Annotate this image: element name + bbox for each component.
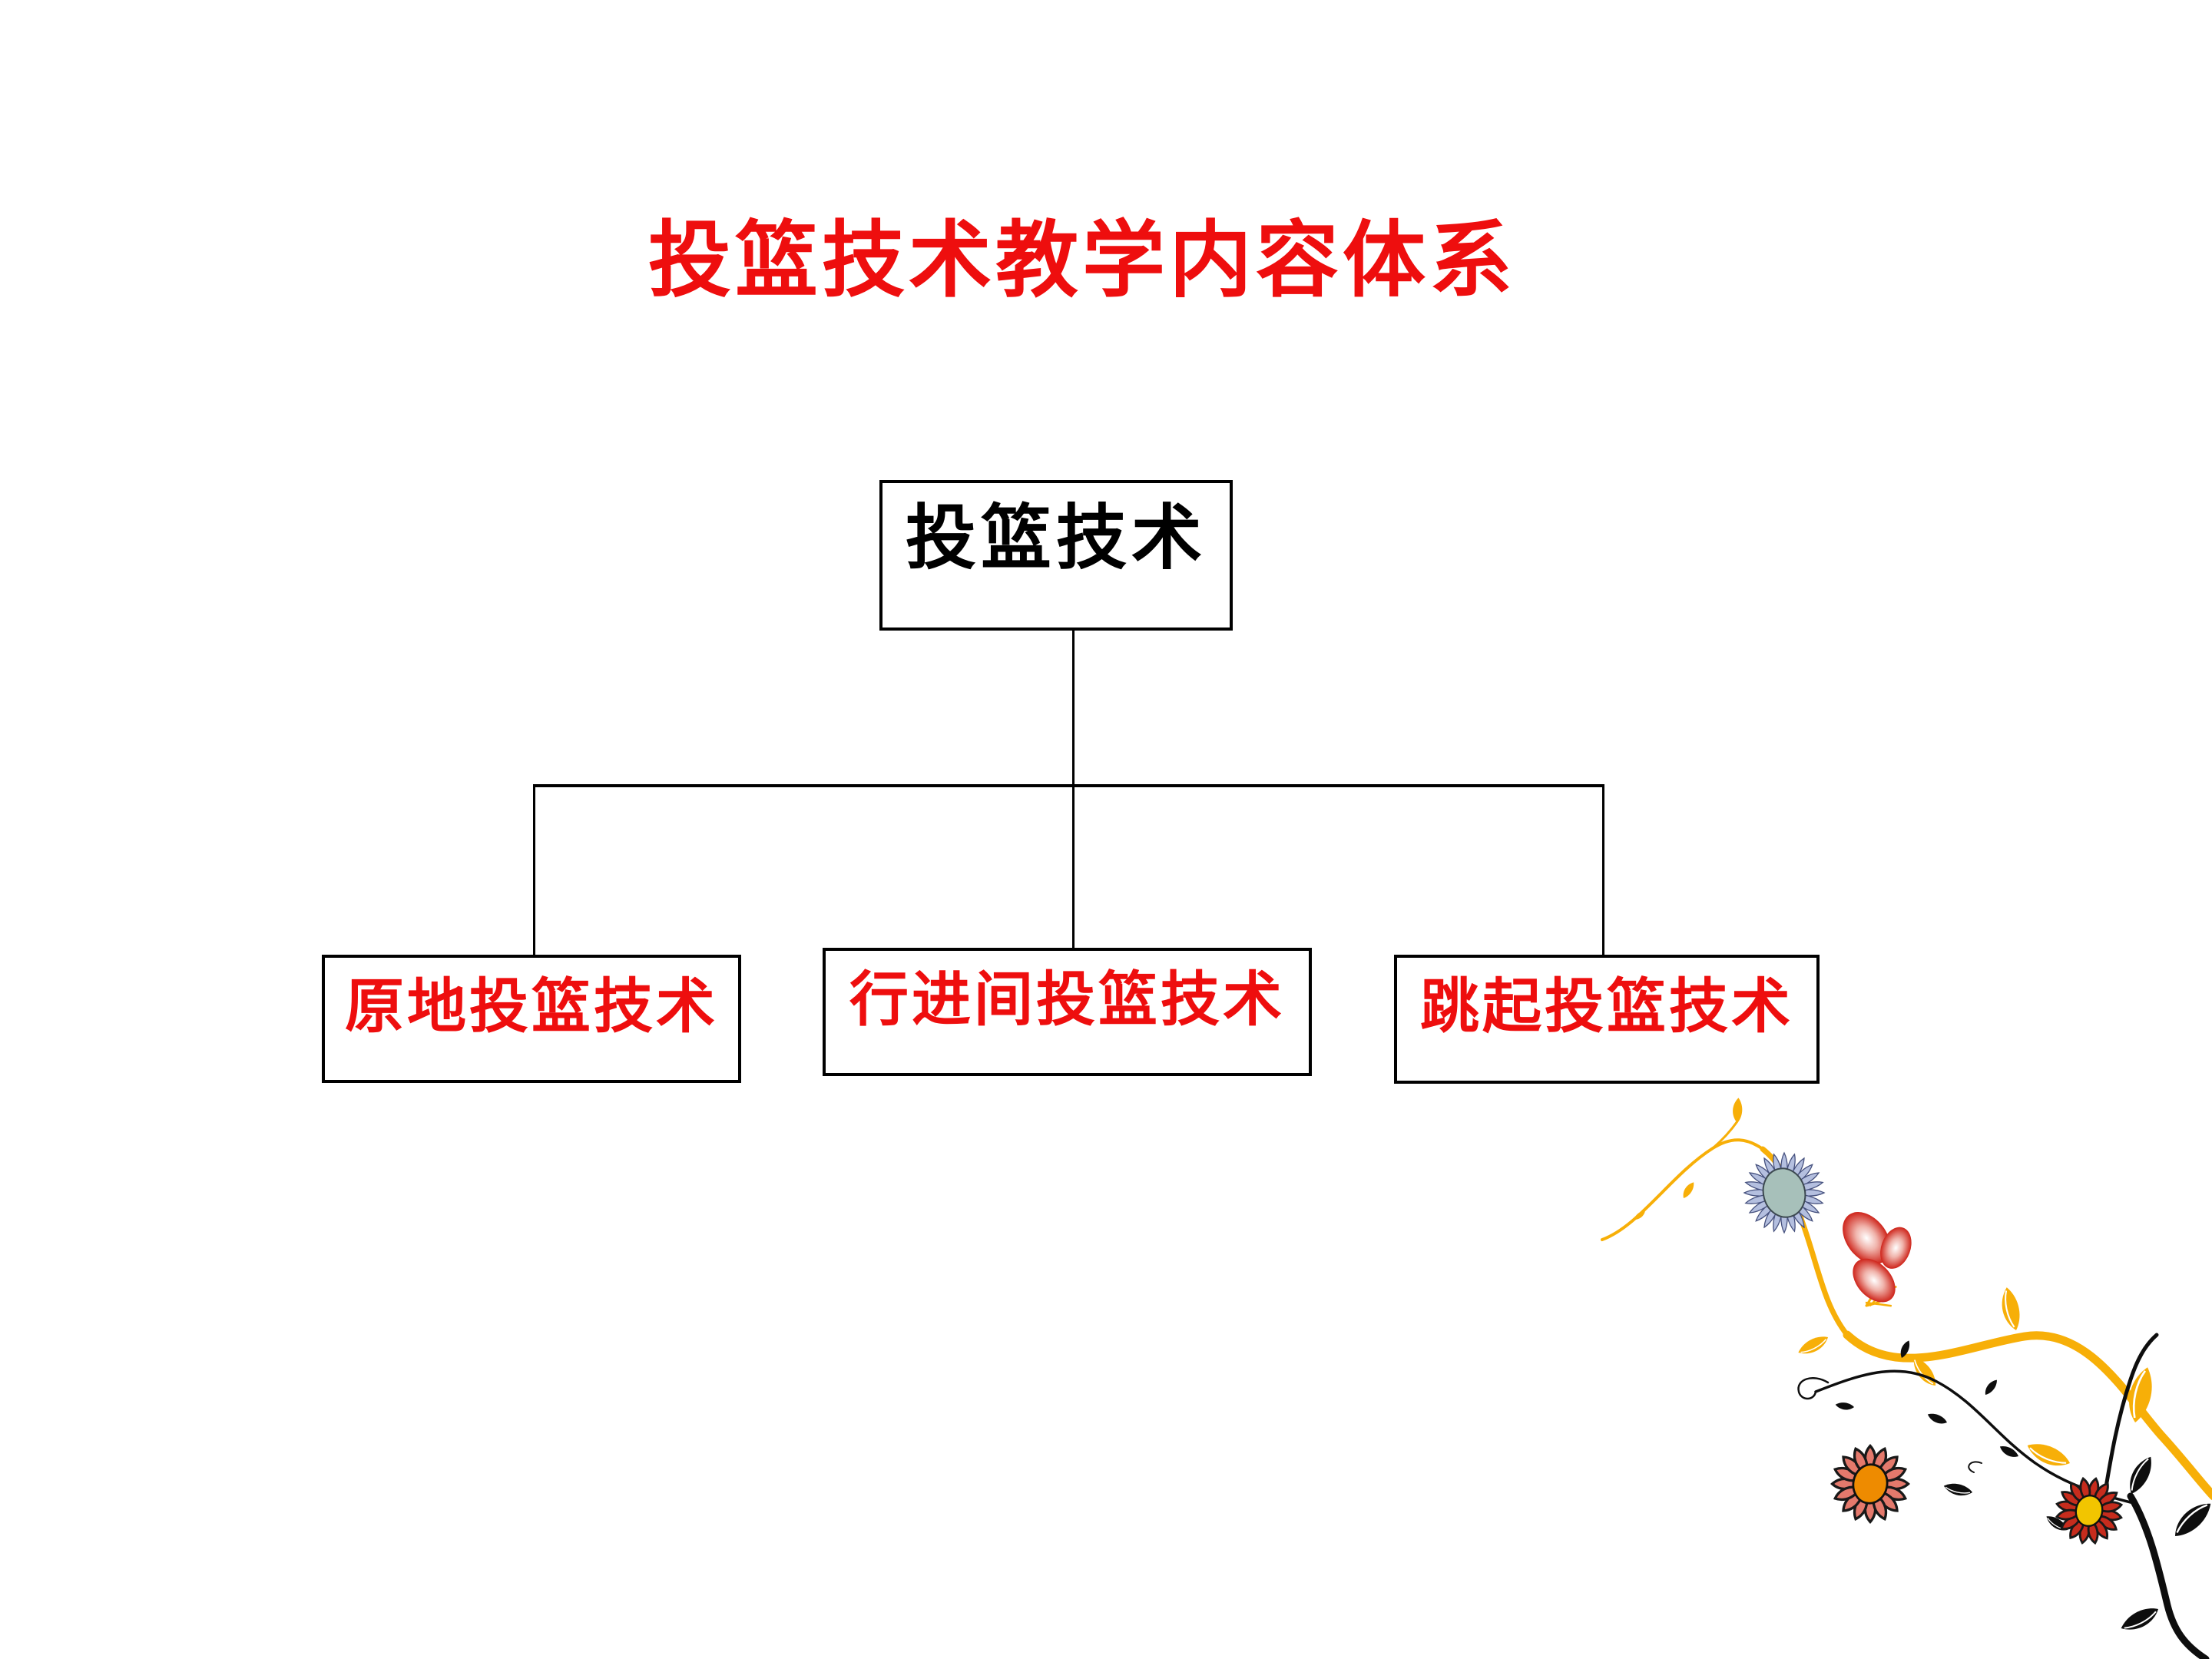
gerbera-center	[1852, 1463, 1889, 1505]
daisy-center	[1762, 1167, 1806, 1218]
butterfly	[1843, 1211, 1912, 1307]
diagram-child-label: 原地投篮技术	[345, 974, 718, 1040]
diagram-root-box: 投篮技术	[879, 480, 1233, 631]
diagram-child-label: 跳起投篮技术	[1420, 974, 1793, 1040]
connector-horizontal-bar	[533, 784, 1604, 787]
daisy-flower	[1727, 1136, 1840, 1249]
gerbera-flower-red	[2034, 1455, 2144, 1565]
diagram-child-box-moving: 行进间投篮技术	[823, 948, 1312, 1076]
diagram-root-label: 投篮技术	[905, 499, 1207, 578]
floral-vine-ornament	[1601, 1097, 2212, 1659]
connector-drop-right	[1602, 786, 1604, 955]
connector-root-stem	[1072, 631, 1075, 786]
diagram-child-box-standing: 原地投篮技术	[322, 955, 741, 1083]
connector-drop-left	[533, 786, 535, 955]
vine-stem-yellow	[1601, 1120, 2212, 1501]
gerbera-flower-salmon	[1816, 1430, 1924, 1538]
connector-drop-middle	[1072, 786, 1075, 949]
diagram-child-label: 行进间投篮技术	[849, 967, 1285, 1033]
diagram-child-box-jumping: 跳起投篮技术	[1394, 955, 1820, 1084]
slide-title: 投篮技术教学内容体系	[647, 216, 1516, 307]
vine-leaves-yellow	[1632, 1097, 2161, 1475]
gerbera-center	[2075, 1494, 2104, 1528]
